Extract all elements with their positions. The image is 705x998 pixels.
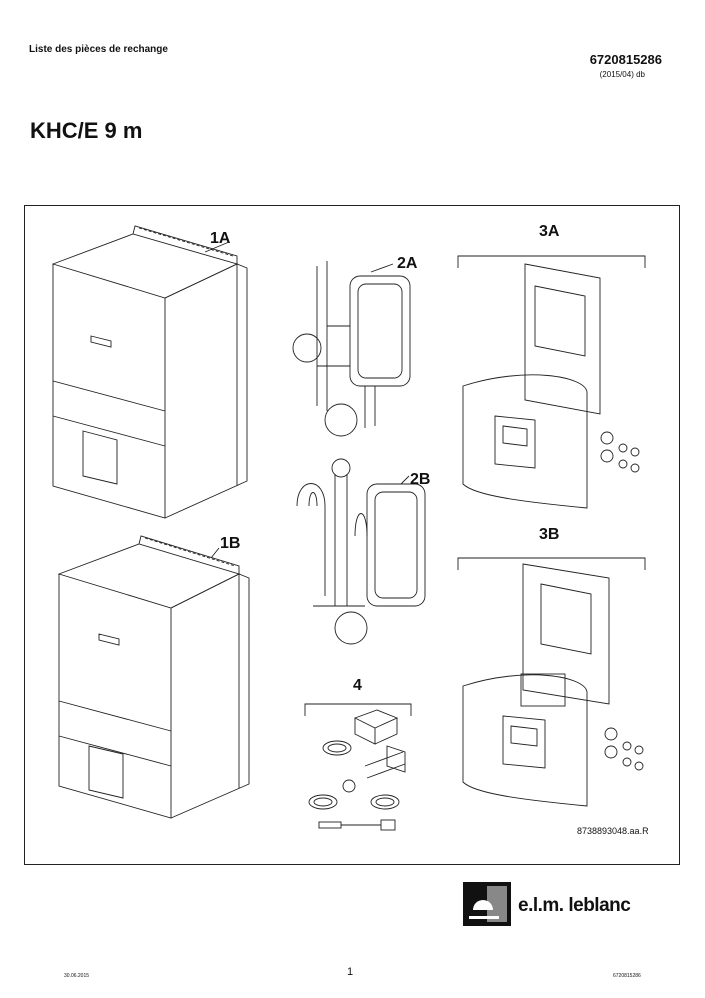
boiler-1b-drawing xyxy=(57,535,250,819)
footer-document-number: 6720815286 xyxy=(613,973,641,979)
callout-1b: 1B xyxy=(220,535,240,552)
control-panel-3b-drawing xyxy=(462,563,644,807)
product-title: KHC/E 9 m xyxy=(30,118,143,143)
callout-4: 4 xyxy=(353,677,362,694)
brand-name: e.l.m. leblanc xyxy=(518,895,631,916)
exploded-diagram-frame: 1A 1B 2A 2B 3A 3B 4 8738893048.aa.R xyxy=(24,205,680,865)
bracket-4 xyxy=(304,703,412,716)
hydraulic-2b-drawing xyxy=(296,458,426,645)
boiler-1a-drawing xyxy=(51,225,248,519)
page-number: 1 xyxy=(347,966,354,978)
bracket-3b xyxy=(457,557,646,570)
document-date: (2015/04) db xyxy=(599,70,645,79)
callout-1a: 1A xyxy=(210,230,231,247)
document-type-label: Liste des pièces de rechange xyxy=(29,44,168,55)
footer-date: 30.06.2015 xyxy=(64,973,90,979)
accessory-kit-4-drawing xyxy=(308,709,406,831)
bracket-3a xyxy=(457,255,646,268)
spare-parts-illustration: 1A 1B 2A 2B 3A 3B 4 8738893048.aa.R xyxy=(51,223,649,836)
callout-2b: 2B xyxy=(410,471,430,488)
drawing-reference: 8738893048.aa.R xyxy=(577,826,649,836)
callout-3b: 3B xyxy=(539,526,559,543)
hydraulic-2a-drawing xyxy=(292,261,411,437)
brand-logo-mark xyxy=(463,882,511,926)
document-number: 6720815286 xyxy=(589,52,662,67)
callout-2a: 2A xyxy=(397,255,418,272)
control-panel-3a-drawing xyxy=(462,263,640,509)
callout-3a: 3A xyxy=(539,223,560,240)
